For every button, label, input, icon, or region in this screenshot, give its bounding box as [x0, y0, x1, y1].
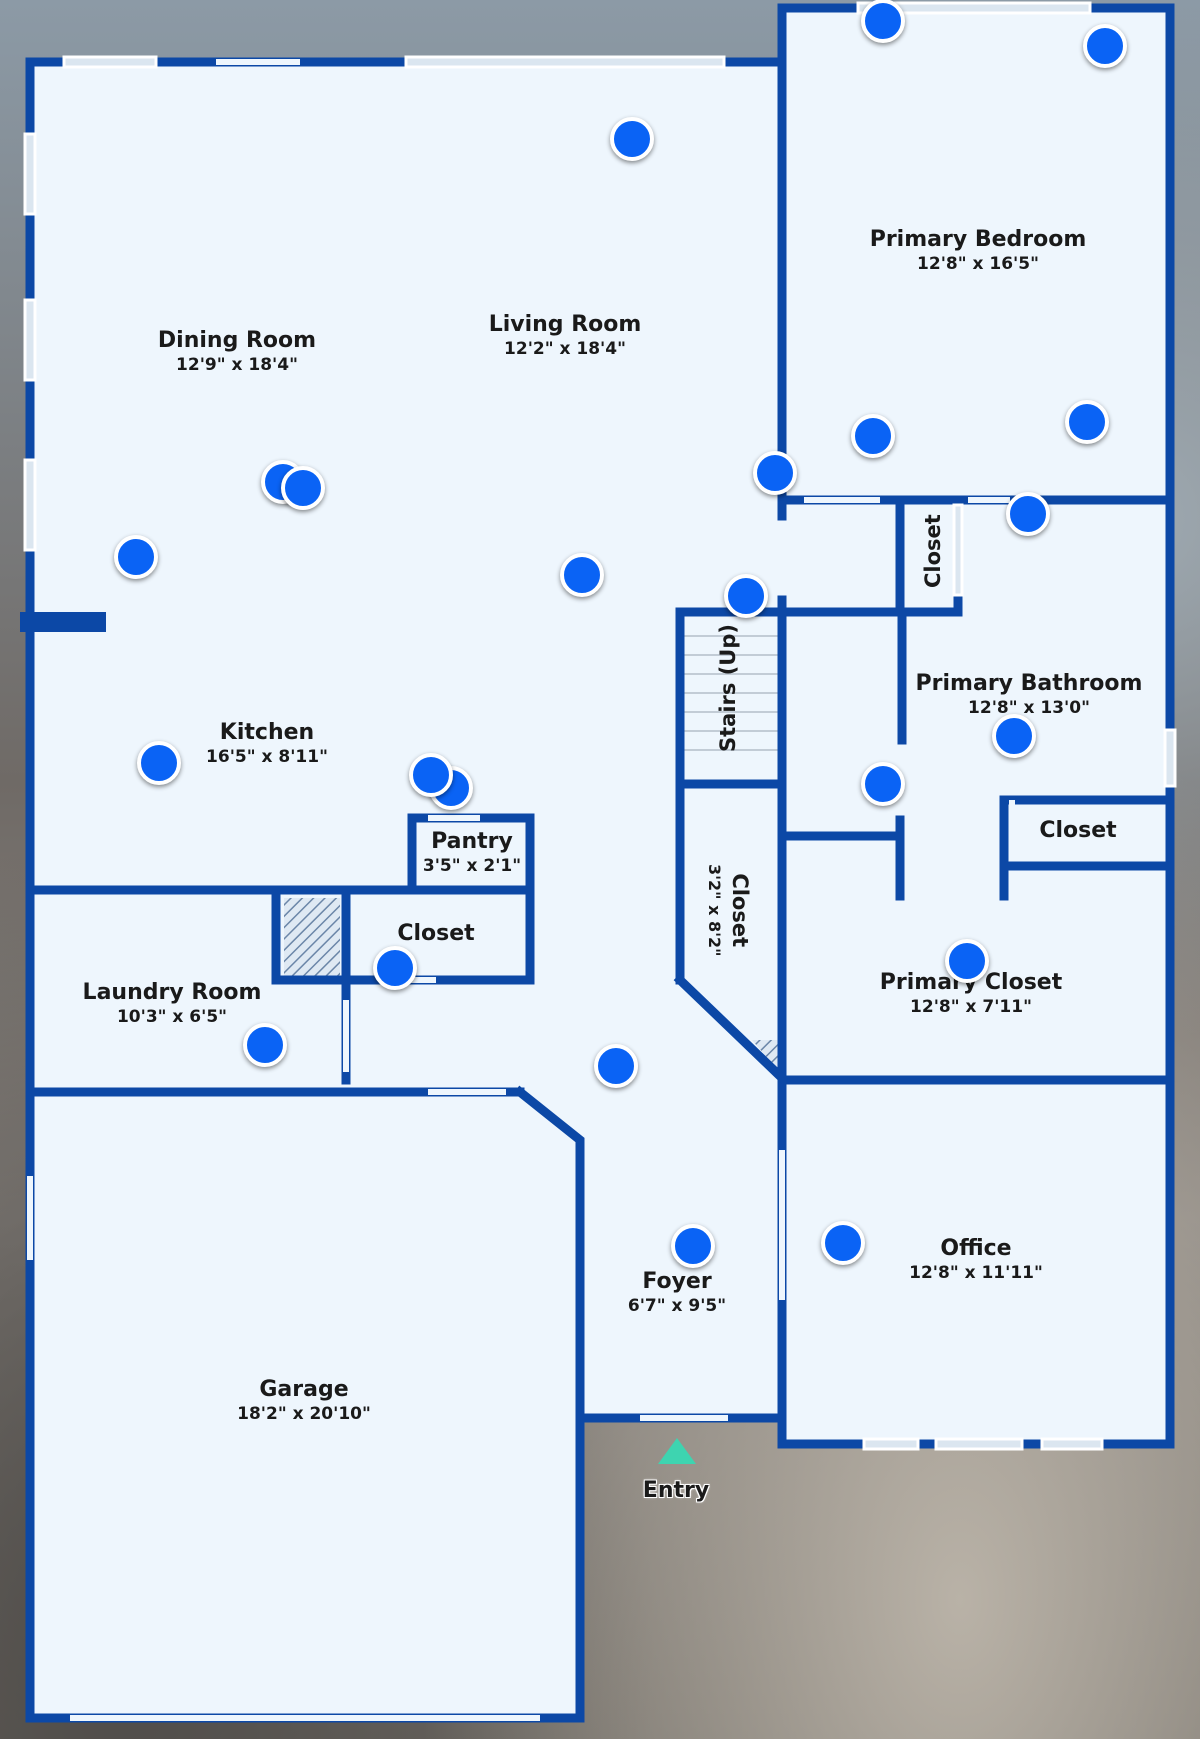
photo-marker[interactable] [114, 535, 158, 579]
photo-marker[interactable] [851, 414, 895, 458]
room-closet-bath: Closet [1039, 818, 1116, 844]
room-closet-small: Closet [921, 514, 945, 588]
photo-marker[interactable] [137, 741, 181, 785]
room-garage: Garage 18'2" x 20'10" [237, 1377, 371, 1425]
room-dimensions: 10'3" x 6'5" [116, 1007, 228, 1027]
room-name: Primary Bedroom [869, 227, 1087, 252]
room-closet-stairs: Closet 3'2" x 8'2" [704, 864, 752, 956]
photo-marker[interactable] [560, 553, 604, 597]
room-living-room: Living Room 12'2" x 18'4" [489, 312, 642, 360]
entry-label: Entry [642, 1478, 710, 1503]
room-name: Closet [728, 873, 752, 948]
room-name: Office [940, 1236, 1012, 1261]
photo-marker[interactable] [753, 451, 797, 495]
photo-marker[interactable] [409, 753, 453, 797]
room-foyer: Foyer 6'7" x 9'5" [628, 1269, 726, 1317]
room-pantry: Pantry 3'5" x 2'1" [423, 829, 521, 877]
room-dimensions: 6'7" x 9'5" [627, 1296, 727, 1316]
room-name: Living Room [488, 312, 642, 337]
room-dining-room: Dining Room 12'9" x 18'4" [158, 328, 316, 376]
room-dimensions: 12'2" x 18'4" [504, 339, 626, 359]
photo-marker[interactable] [1006, 492, 1050, 536]
room-dimensions: 16'5" x 8'11" [206, 747, 328, 767]
room-name: Primary Bathroom [915, 671, 1143, 696]
photo-marker[interactable] [992, 714, 1036, 758]
photo-marker[interactable] [1083, 24, 1127, 68]
photo-marker[interactable] [610, 117, 654, 161]
room-dimensions: 12'9" x 18'4" [176, 355, 298, 375]
room-dimensions: 12'8" x 16'5" [917, 254, 1039, 274]
photo-marker[interactable] [594, 1044, 638, 1088]
room-name: Kitchen [219, 720, 315, 745]
room-name: Closet [397, 921, 475, 946]
room-stairs: Stairs (Up) [716, 624, 740, 752]
room-closet-hall: Closet [397, 921, 474, 947]
room-dimensions: 3'2" x 8'2" [705, 864, 724, 957]
photo-marker[interactable] [821, 1221, 865, 1265]
room-dimensions: 18'2" x 20'10" [237, 1404, 371, 1424]
windows [23, 1, 1177, 1451]
room-dimensions: 12'8" x 11'11" [909, 1263, 1043, 1283]
room-primary-bedroom: Primary Bedroom 12'8" x 16'5" [870, 227, 1087, 275]
room-name: Pantry [431, 829, 513, 854]
room-dimensions: 12'8" x 13'0" [968, 698, 1090, 718]
photo-marker[interactable] [724, 574, 768, 618]
photo-marker[interactable] [671, 1224, 715, 1268]
hatched-chase [284, 898, 340, 976]
room-name: Stairs (Up) [716, 624, 740, 752]
room-dimensions: 3'5" x 2'1" [422, 856, 522, 876]
photo-marker[interactable] [281, 466, 325, 510]
room-office: Office 12'8" x 11'11" [909, 1236, 1043, 1284]
room-name: Garage [259, 1377, 349, 1402]
room-name: Dining Room [157, 328, 317, 353]
photo-marker[interactable] [861, 0, 905, 43]
photo-marker[interactable] [861, 762, 905, 806]
room-dimensions: 12'8" x 7'11" [910, 997, 1032, 1017]
photo-marker[interactable] [243, 1023, 287, 1067]
room-kitchen: Kitchen 16'5" x 8'11" [206, 720, 328, 768]
room-laundry-room: Laundry Room 10'3" x 6'5" [83, 980, 262, 1028]
entry-arrow-icon[interactable] [658, 1438, 696, 1464]
stairs-treads [684, 635, 778, 751]
photo-marker[interactable] [1065, 400, 1109, 444]
openings [27, 59, 1015, 1721]
room-name: Closet [1039, 818, 1117, 843]
room-name: Laundry Room [82, 980, 262, 1005]
room-name: Foyer [642, 1269, 712, 1294]
room-primary-bathroom: Primary Bathroom 12'8" x 13'0" [916, 671, 1143, 719]
photo-marker[interactable] [373, 946, 417, 990]
photo-marker[interactable] [945, 939, 989, 983]
room-name: Closet [921, 514, 945, 588]
